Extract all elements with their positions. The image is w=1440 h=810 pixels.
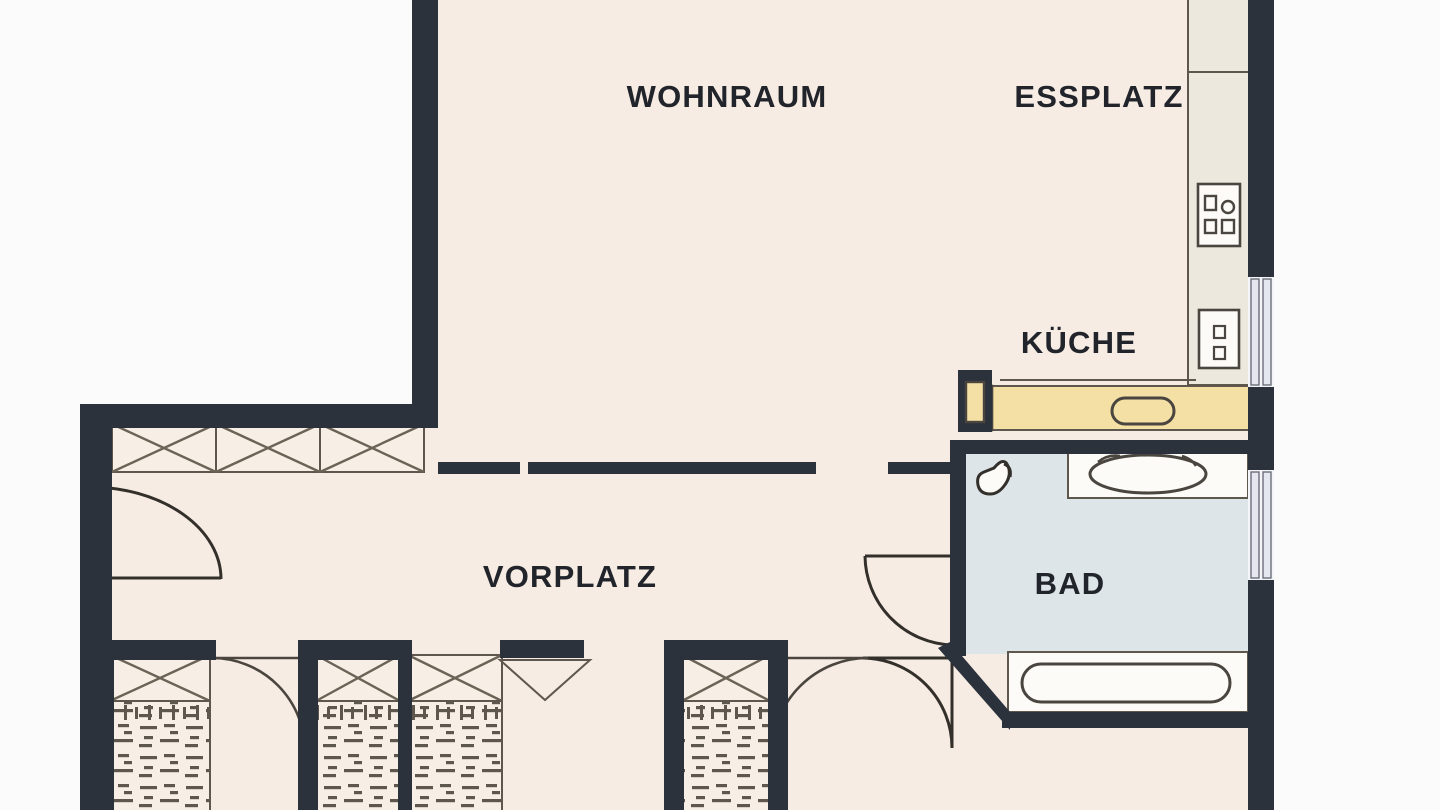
burner-4 bbox=[1220, 218, 1236, 235]
toilet-wc bbox=[976, 460, 1012, 496]
bathtub bbox=[1007, 651, 1249, 713]
wardrobe-x-3 bbox=[319, 422, 425, 474]
room-label-vorplatz: VORPLATZ bbox=[483, 559, 657, 594]
wardrobe-3-ticks bbox=[408, 703, 502, 725]
kitchen-counter-run bbox=[1187, 0, 1251, 386]
entry-door-swing-arc bbox=[89, 485, 223, 580]
wall-closet-head-4 bbox=[664, 640, 784, 660]
wall-living-hall-main bbox=[528, 462, 816, 474]
vanity-counter bbox=[1067, 451, 1249, 499]
oven-appliance bbox=[1197, 308, 1241, 370]
wardrobe-4-x bbox=[681, 653, 771, 703]
window-upper-pane-2 bbox=[1262, 278, 1272, 386]
window-lower-pane-1 bbox=[1250, 471, 1260, 579]
burner-1 bbox=[1203, 194, 1218, 212]
wall-closet-head-3 bbox=[500, 640, 584, 658]
void-right-margin bbox=[1272, 0, 1440, 810]
washbasin-tap-right bbox=[1181, 454, 1198, 467]
room-label-essplatz: ESSPLATZ bbox=[1014, 79, 1183, 114]
wall-living-left bbox=[412, 0, 438, 428]
wardrobe-hall-top bbox=[111, 422, 425, 474]
windows bbox=[1248, 277, 1274, 580]
wall-closet-head-2 bbox=[300, 640, 412, 660]
bathroom-fixtures bbox=[976, 451, 1249, 713]
room-label-bad: BAD bbox=[1035, 566, 1106, 601]
cooktop-4-burner bbox=[1196, 182, 1242, 248]
bathroom-washbasin bbox=[1088, 453, 1208, 495]
wardrobe-bottom-1 bbox=[109, 653, 211, 810]
wall-closet-div-2 bbox=[398, 640, 412, 810]
wall-bath-bottom bbox=[1002, 712, 1250, 728]
burner-3 bbox=[1203, 218, 1218, 235]
storage-units bbox=[109, 422, 771, 810]
kitchen-sink-basin bbox=[1110, 396, 1176, 426]
wall-hall-top-left bbox=[80, 404, 432, 428]
wall-bath-left bbox=[950, 440, 966, 656]
bathtub-basin bbox=[1020, 662, 1232, 704]
wardrobe-1-ticks bbox=[110, 703, 210, 725]
wall-exterior-right bbox=[1248, 0, 1274, 810]
wardrobe-bottom-2 bbox=[315, 653, 401, 810]
window-right-lower bbox=[1248, 470, 1274, 580]
wall-closet-div-1 bbox=[298, 640, 318, 810]
bath-door-swing-arc bbox=[863, 555, 953, 647]
wardrobe-bottom-4 bbox=[681, 653, 771, 810]
wall-bath-top bbox=[950, 440, 1250, 454]
wardrobe-3-x bbox=[407, 653, 503, 703]
wall-kitchen-niche bbox=[964, 380, 986, 424]
room-labels: WOHNRAUM ESSPLATZ KÜCHE VORPLATZ BAD bbox=[483, 79, 1183, 601]
window-right-upper bbox=[1248, 277, 1274, 387]
wall-closet-div-3 bbox=[664, 640, 684, 810]
wall-living-hall-stub-b bbox=[888, 462, 960, 474]
wardrobe-4-ticks bbox=[682, 703, 770, 725]
wall-closet-left-edge bbox=[94, 640, 114, 810]
hall-door-lower-arc bbox=[862, 656, 954, 749]
oven-knob-1 bbox=[1212, 324, 1227, 340]
room-label-wohnraum: WOHNRAUM bbox=[627, 79, 828, 114]
wardrobe-2-ticks bbox=[316, 703, 400, 725]
walls bbox=[80, 0, 1274, 810]
toilet-cistern bbox=[1003, 462, 1012, 478]
counter-yellow bbox=[961, 385, 1251, 431]
window-lower-pane-2 bbox=[1262, 471, 1272, 579]
burner-2 bbox=[1220, 199, 1236, 215]
void-left-margin bbox=[0, 0, 86, 810]
wardrobe-2-x bbox=[315, 653, 401, 703]
wall-closet-head-1 bbox=[94, 640, 216, 660]
oven-knob-2 bbox=[1212, 345, 1227, 361]
window-upper-pane-1 bbox=[1250, 278, 1260, 386]
wall-living-hall-stub-a bbox=[438, 462, 520, 474]
wardrobe-bottom-3 bbox=[407, 653, 503, 810]
hall-door-lower[interactable] bbox=[862, 656, 954, 749]
kitchen-sink-counter bbox=[961, 379, 1251, 432]
cooktop-body bbox=[1196, 182, 1242, 248]
closet-slider-indicator bbox=[497, 659, 593, 702]
wall-closet-div-4 bbox=[768, 640, 788, 810]
wardrobe-x-2 bbox=[215, 422, 321, 474]
wardrobe-1-x bbox=[109, 653, 211, 703]
room-label-kueche: KÜCHE bbox=[1021, 325, 1137, 360]
washbasin-tap-left bbox=[1097, 454, 1121, 464]
wall-bath-diagonal bbox=[938, 642, 1010, 730]
wardrobe-x-1 bbox=[111, 422, 217, 474]
